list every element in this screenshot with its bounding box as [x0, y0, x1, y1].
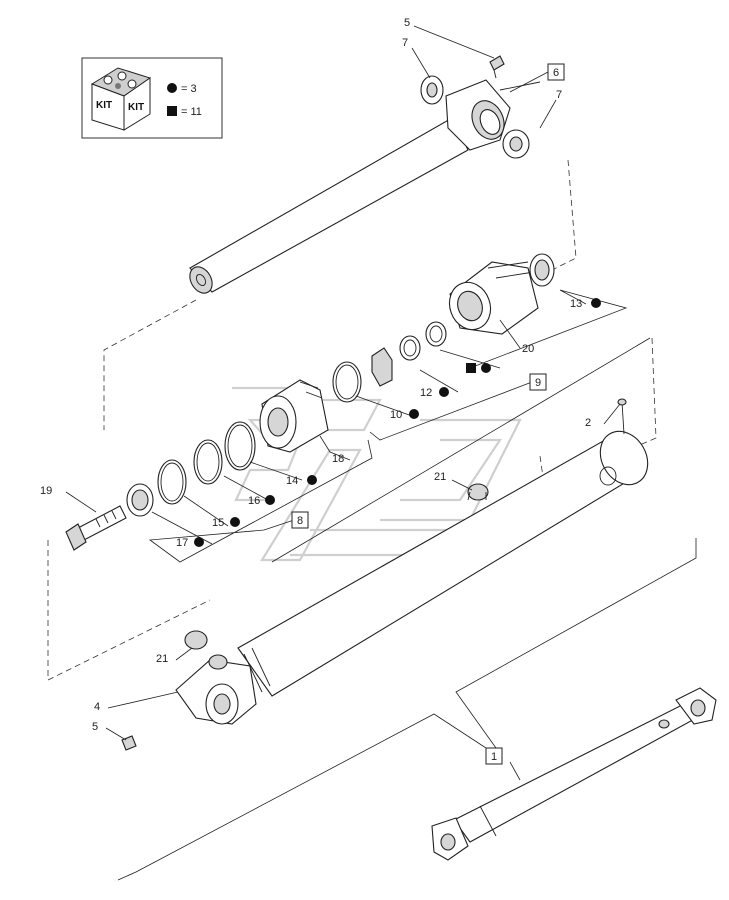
- kit-box-icon: [90, 67, 152, 131]
- kit-label-right: KIT: [128, 102, 144, 113]
- callout-box-6: [547, 63, 565, 81]
- square-kit-count: = 11: [181, 106, 202, 118]
- callout-14: 14: [286, 475, 298, 487]
- callout-16: 16: [248, 495, 260, 507]
- square-kit-symbol: [167, 106, 177, 116]
- ring-part-15: [157, 459, 187, 505]
- kit-legend-box: KIT KIT = 3 = 11: [81, 57, 223, 139]
- callout-5-top: 5: [404, 17, 410, 29]
- callout-box-9: [529, 373, 547, 391]
- fitting-part-21-top: [467, 483, 489, 501]
- kit-label-left: KIT: [96, 100, 112, 111]
- piston-part-18: [259, 379, 329, 453]
- callout-10: 10: [390, 409, 402, 421]
- callout-18: 18: [332, 453, 344, 465]
- seal-part-13: [529, 253, 555, 287]
- group-outline-upper: [103, 159, 577, 430]
- callout-9: 9: [535, 377, 541, 389]
- callout-7-left: 7: [402, 37, 408, 49]
- leader-lines: [65, 25, 697, 881]
- callout-box-1: [485, 747, 503, 765]
- callout-4: 4: [94, 701, 100, 713]
- grease-fitting-part-2: [617, 398, 627, 435]
- bushing-right-part-7: [502, 129, 530, 159]
- ring-part-16: [193, 439, 223, 485]
- bushing-left-part-7: [420, 75, 444, 105]
- callout-20: 20: [522, 343, 534, 355]
- callout-7-right: 7: [556, 89, 562, 101]
- callout-1: 1: [491, 751, 497, 763]
- callout-17-circle: [194, 537, 204, 547]
- ring-part-14: [224, 421, 256, 471]
- callout-12-circle: [439, 387, 449, 397]
- callout-16-circle: [265, 495, 275, 505]
- callout-15: 15: [212, 517, 224, 529]
- grease-fitting-part-5-bottom: [121, 735, 137, 751]
- cylinder-barrel-part-4: [175, 430, 649, 725]
- fitting-part-21-bottom: [184, 630, 228, 670]
- grease-fitting-top: [489, 55, 505, 79]
- callout-8: 8: [297, 515, 303, 527]
- wiper-part-12: [371, 347, 393, 387]
- callout-14-circle: [307, 475, 317, 485]
- callouts: 5 7 6 7 13 20 9 12 10 2 18 21 14 19 16 8…: [40, 17, 601, 765]
- callout-21-bottom: 21: [156, 653, 168, 665]
- washer-part-17: [126, 483, 154, 517]
- oring-part-10: [332, 361, 362, 403]
- callout-13: 13: [570, 298, 582, 310]
- bolt-part-19: [65, 505, 127, 551]
- circle-kit-symbol: [167, 83, 177, 93]
- callout-13-circle: [591, 298, 601, 308]
- callout-10-circle: [409, 409, 419, 419]
- callout-21-top: 21: [434, 471, 446, 483]
- assembled-cylinder-part-1: [431, 687, 717, 861]
- callout-19: 19: [40, 485, 52, 497]
- circle-kit-count: = 3: [181, 83, 197, 95]
- callout-box-8: [291, 511, 309, 529]
- callout-17: 17: [176, 537, 188, 549]
- callout-6: 6: [553, 67, 559, 79]
- callout-2: 2: [585, 417, 591, 429]
- callout-5-bottom: 5: [92, 721, 98, 733]
- callout-square-kit: [466, 363, 476, 373]
- seal-ring-near-gland: [399, 321, 447, 361]
- callout-kit-circle: [481, 363, 491, 373]
- piston-rod-part-6: [189, 79, 541, 294]
- callout-15-circle: [230, 517, 240, 527]
- gland-part-20: [448, 261, 539, 335]
- callout-12: 12: [420, 387, 432, 399]
